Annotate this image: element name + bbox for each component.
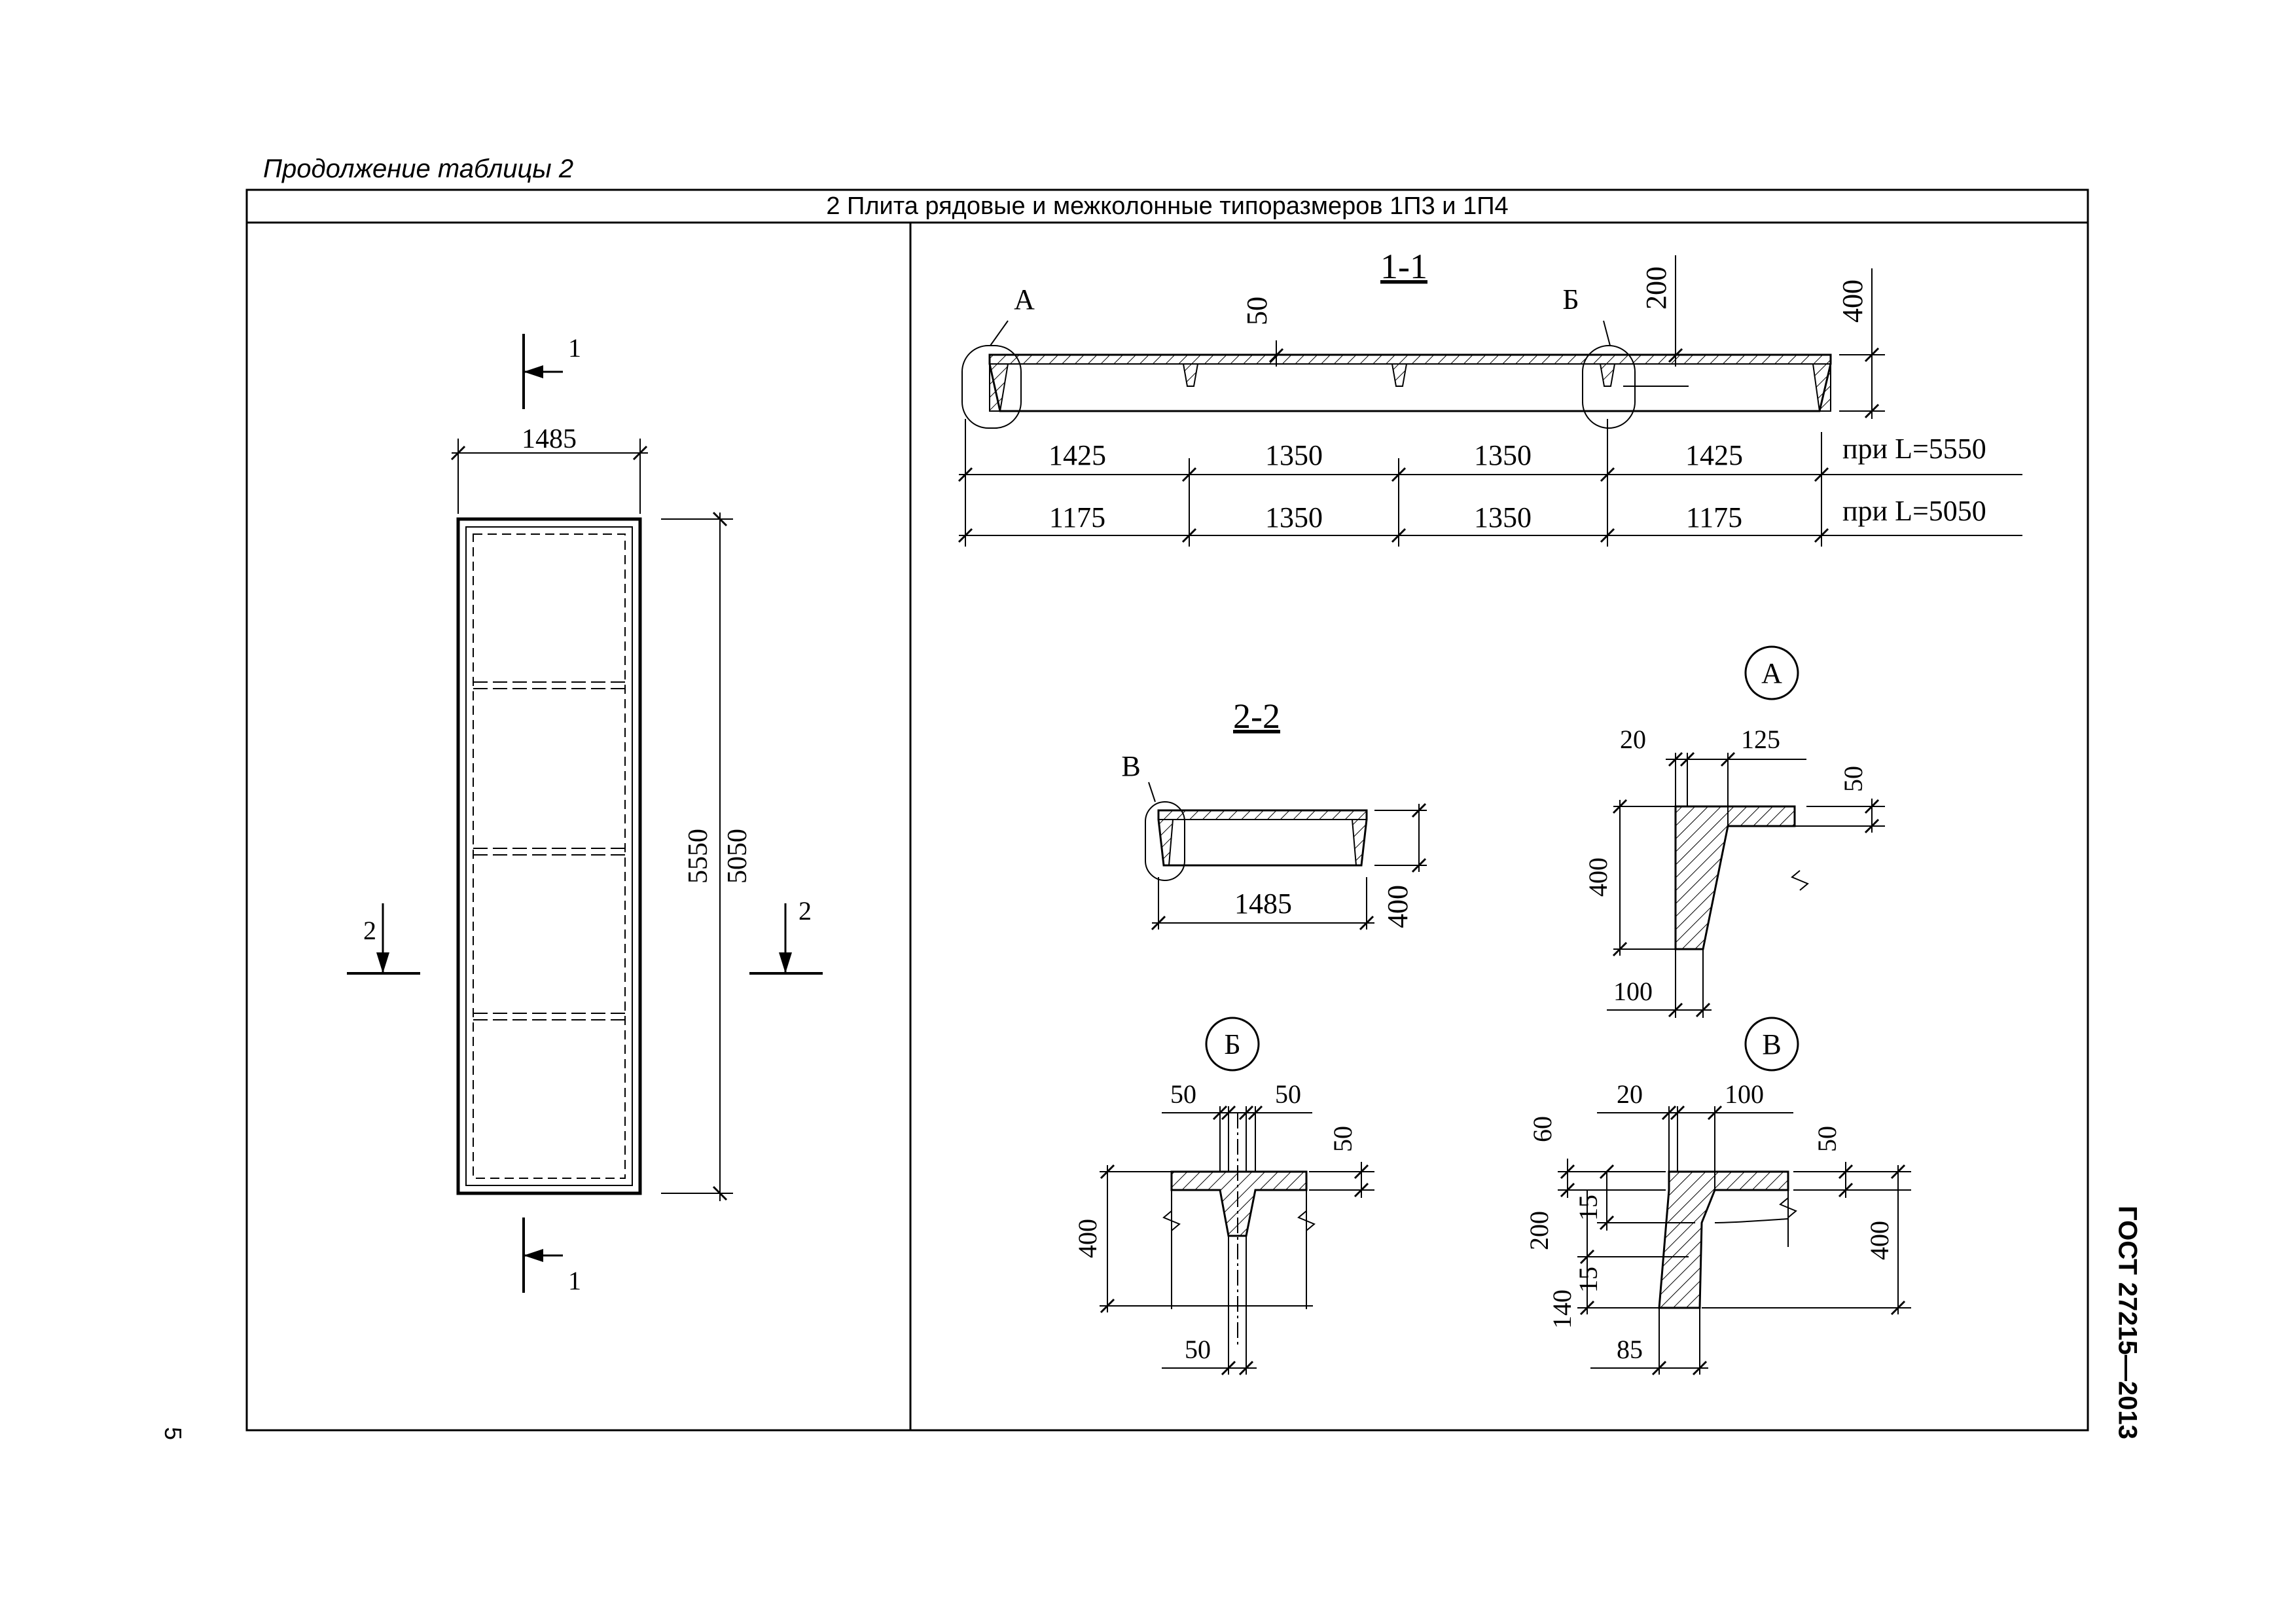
row1-dim-0: 1425 [1049,439,1106,471]
detail-a-label: А [1761,657,1782,689]
row2-dim-1: 1350 [1265,501,1323,533]
plan-length-dim-2: 5050 [723,829,753,884]
plan-width-dim: 1485 [522,424,577,454]
callout-a: А [1014,283,1035,316]
section-2-2-labels: 2-2 В 1485 400 [1121,696,1414,928]
detail-v-label: В [1762,1028,1781,1060]
detail-b [1100,1017,1374,1376]
table-continuation-caption: Продолжение таблицы 2 [263,154,574,183]
detail-v-dim-400: 400 [1865,1221,1894,1260]
detail-a-dim-125: 125 [1741,725,1780,754]
detail-v-dim-85: 85 [1617,1335,1643,1364]
row1-dim-2: 1350 [1474,439,1532,471]
section-1-bottom-label: 1 [568,1266,581,1295]
detail-a-dim-100: 100 [1613,977,1653,1006]
detail-v-labels: В 20 100 60 50 15 200 15 140 400 85 [1524,1028,1894,1364]
section-2-2-title: 2-2 [1233,696,1280,736]
section-1-1-title: 1-1 [1380,247,1427,286]
detail-v-dim-15a: 15 [1573,1195,1603,1221]
section-1-1-labels: 1-1 А Б 50 200 400 1425 1350 1350 1425 п… [1014,247,1986,533]
row1-note: при L=5550 [1842,433,1986,465]
section-2-2 [1145,782,1427,931]
plan-labels: 1485 5550 5050 1 1 2 2 [363,333,812,1295]
section-1-1-dim-50: 50 [1241,297,1273,325]
detail-v [1558,1017,1911,1376]
detail-v-dim-20: 20 [1617,1079,1643,1109]
callout-b: Б [1562,283,1579,316]
row2-dim-2: 1350 [1474,501,1532,533]
detail-a-dim-20: 20 [1620,725,1646,754]
section-1-1-dim-400: 400 [1837,280,1869,323]
detail-b-label: Б [1224,1028,1240,1060]
detail-v-dim-15b: 15 [1573,1267,1603,1293]
detail-v-dim-60: 60 [1528,1116,1557,1142]
section-1-1-dim-200: 200 [1640,266,1672,310]
detail-v-dim-140: 140 [1547,1290,1577,1329]
section-2-2-height-dim: 400 [1382,885,1414,928]
gost-label: ГОСТ 27215—2013 [2113,1205,2142,1439]
detail-b-dim-50-bottom: 50 [1185,1335,1211,1364]
detail-v-dim-100: 100 [1725,1079,1764,1109]
callout-v: В [1121,750,1140,782]
plan-view [347,334,823,1293]
section-2-right-label: 2 [798,896,812,926]
row2-note: при L=5050 [1842,495,1986,527]
detail-v-dim-50: 50 [1812,1126,1842,1152]
detail-b-dim-400: 400 [1073,1219,1102,1258]
detail-a-dim-50: 50 [1839,766,1868,792]
row1-dim-1: 1350 [1265,439,1323,471]
section-1-1 [958,255,2022,547]
detail-b-dim-50-top: 50 [1328,1126,1357,1152]
section-1-top-label: 1 [568,333,581,363]
section-2-left-label: 2 [363,916,376,945]
table-header: 2 Плита рядовые и межколонные типоразмер… [826,192,1509,220]
row2-dim-0: 1175 [1049,501,1105,533]
section-2-2-width-dim: 1485 [1234,888,1292,920]
detail-b-dim-50-right: 50 [1275,1079,1301,1109]
row2-dim-3: 1175 [1686,501,1742,533]
detail-a-labels: А 20 125 50 400 100 [1583,657,1868,1006]
detail-a-dim-400: 400 [1583,857,1613,897]
row1-dim-3: 1425 [1685,439,1743,471]
table-frame [245,189,2089,1432]
plan-length-dim-1: 5550 [683,829,713,884]
detail-b-labels: Б 50 50 50 400 50 [1073,1028,1357,1364]
detail-a [1607,645,1885,1018]
detail-v-dim-200: 200 [1524,1211,1554,1250]
detail-b-dim-50-left: 50 [1170,1079,1196,1109]
